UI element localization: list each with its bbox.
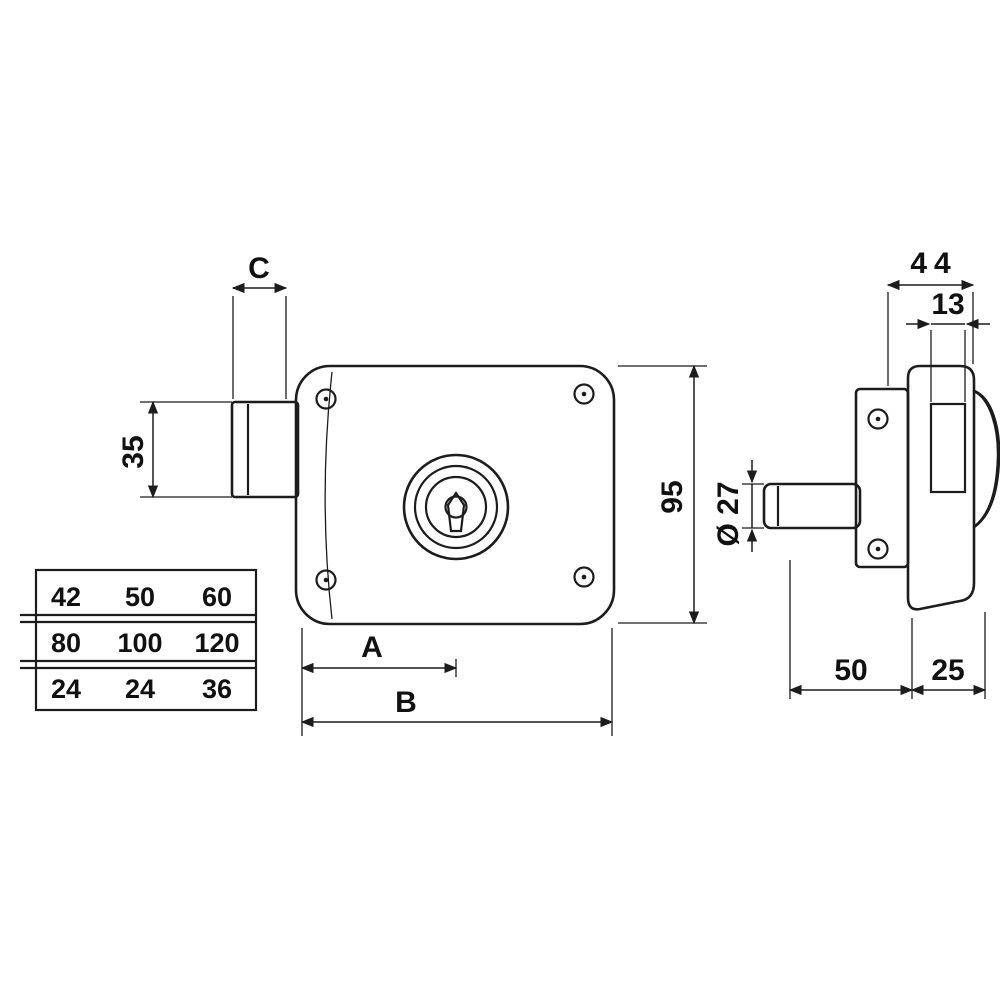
cylinder-inner-ring [424, 475, 488, 539]
dimension-b: B [300, 628, 614, 736]
cylinder-middle-ring [413, 464, 499, 550]
dim-label-25: 25 [931, 654, 964, 687]
size-table-row: 24 24 36 [51, 674, 232, 704]
dimension-diameter-27: Ø 27 [712, 460, 764, 552]
front-view-dimensions: C 35 95 A B [117, 252, 707, 736]
dim-label-44: 44 [910, 247, 957, 280]
lock-case-side-shape [906, 364, 1000, 611]
table-cell: 24 [125, 674, 155, 704]
cylinder-outer-ring [402, 453, 510, 561]
thumbturn-bulge-shape [972, 389, 1000, 529]
dimension-44: 44 [886, 247, 975, 386]
dim-label-35: 35 [117, 435, 150, 468]
screw-center-dot [323, 396, 329, 402]
dim-label-a: A [361, 631, 383, 664]
side-view [762, 364, 1000, 611]
cylinder-housing-shape [929, 402, 967, 494]
screw-icon [867, 408, 889, 430]
screw-icon [315, 569, 337, 591]
table-cell: 60 [202, 582, 232, 612]
screw-center-dot [875, 546, 881, 552]
dim-label-b: B [395, 686, 417, 719]
dimension-95: 95 [618, 364, 707, 625]
dim-label-13: 13 [931, 288, 964, 321]
dimension-35: 35 [117, 400, 232, 499]
faceplate-strip-shape [854, 387, 910, 569]
dim-label-c: C [248, 252, 270, 285]
screw-center-dot [581, 391, 587, 397]
bolt-shape [762, 482, 862, 530]
table-cell: 100 [117, 628, 162, 658]
dimension-a: A [300, 628, 458, 736]
corner-screws [315, 383, 595, 591]
dimension-c: C [231, 252, 288, 399]
screw-center-dot [581, 574, 587, 580]
screw-icon [315, 388, 337, 410]
table-cell: 120 [194, 628, 239, 658]
screw-icon [573, 566, 595, 588]
screw-icon [573, 383, 595, 405]
lock-cylinder [402, 453, 510, 561]
dimension-25: 25 [910, 612, 987, 699]
dimension-50: 50 [788, 560, 914, 699]
table-cell: 50 [125, 582, 155, 612]
size-table-row: 42 50 60 [51, 582, 232, 612]
size-table-row: 80 100 120 [51, 628, 240, 658]
table-cell: 42 [51, 582, 81, 612]
table-cell: 24 [51, 674, 81, 704]
front-view [230, 364, 616, 626]
faceplate-screws [867, 408, 889, 560]
table-cell: 80 [51, 628, 81, 658]
size-table: 42 50 60 80 100 120 24 24 36 [20, 568, 258, 712]
screw-center-dot [323, 577, 329, 583]
screw-icon [867, 538, 889, 560]
screw-center-dot [875, 416, 881, 422]
table-cell: 36 [202, 674, 232, 704]
dim-label-diameter-27: Ø 27 [712, 481, 745, 546]
dimension-13: 13 [906, 288, 990, 402]
dim-label-95: 95 [656, 480, 689, 513]
keyway-slot [446, 491, 466, 533]
latch-keeper-shape [230, 400, 300, 499]
lock-body-shape [294, 364, 616, 626]
key-pin-circle [444, 495, 468, 519]
dim-label-50: 50 [834, 654, 867, 687]
side-view-dimensions: 44 13 Ø 27 50 [712, 247, 990, 699]
size-table-border [34, 568, 258, 712]
